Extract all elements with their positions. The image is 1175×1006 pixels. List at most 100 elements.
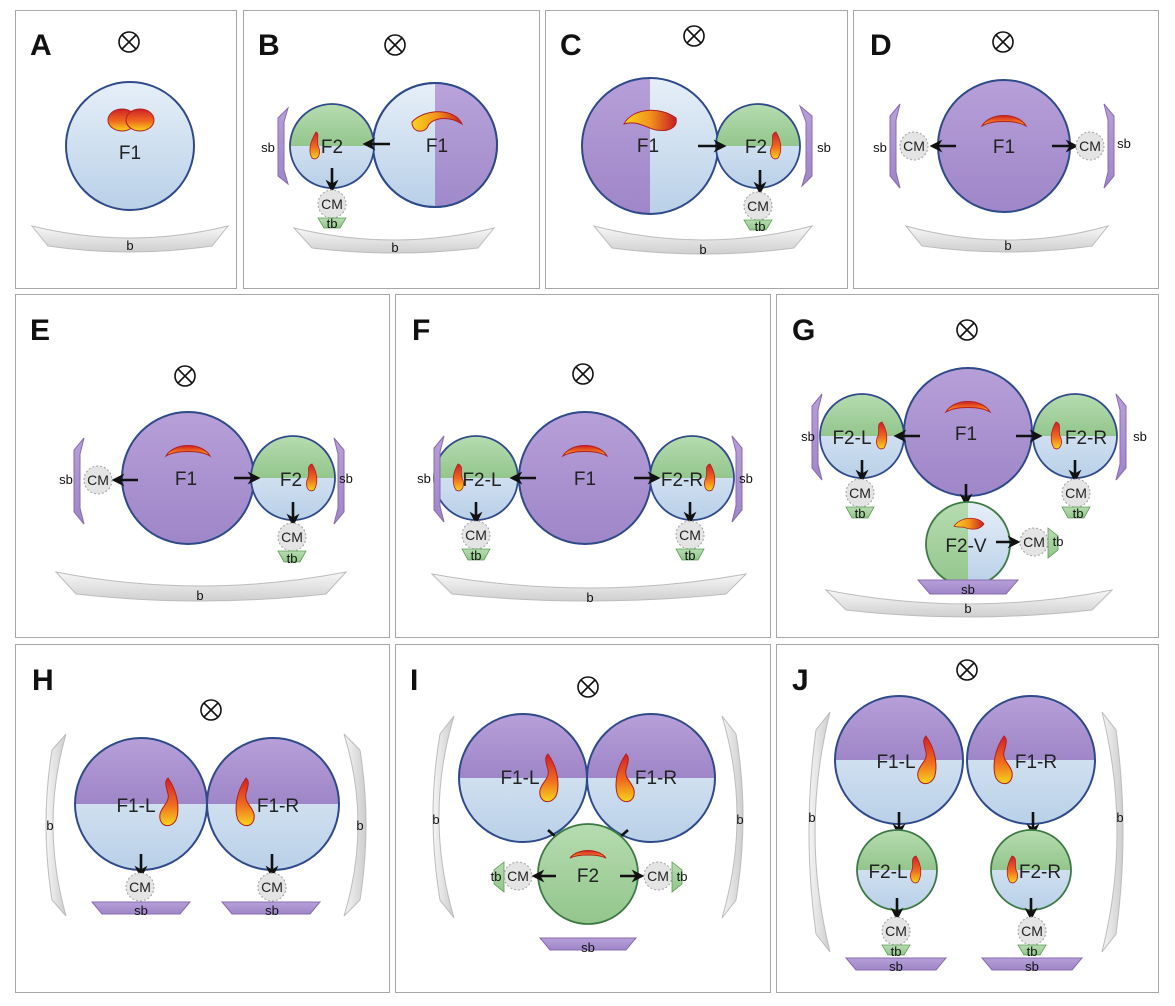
flagellum-icon: [953, 517, 985, 530]
flagellum-icon: [452, 463, 464, 492]
panel-label: H: [32, 664, 54, 697]
flagellum-icon: [411, 111, 464, 132]
cell-label-f1-r: F1-R: [635, 768, 677, 789]
flagellum-icon: [1050, 421, 1062, 450]
band-label-tb: tb: [755, 219, 766, 234]
centromere-cm: [503, 861, 533, 891]
band-label-tb: tb: [1027, 944, 1038, 959]
band-label-b: b: [586, 590, 593, 605]
panel-f: F F1 F2-L F2-R sb sb CM tb CM tb: [412, 314, 753, 605]
panel-label: I: [410, 664, 418, 697]
band-label-b: b: [46, 818, 53, 833]
flagellum-icon: [561, 445, 609, 458]
panel-label: A: [30, 29, 52, 62]
cell-label-f1-l: F1-L: [116, 796, 155, 817]
band-label-b: b: [808, 810, 815, 825]
basal-band: [430, 573, 748, 602]
panel-label: F: [412, 314, 430, 347]
panel-j: J F1-L F1-R F2-L F2-R CM tb CM: [792, 659, 1124, 974]
cell-label-f1: F1: [637, 136, 659, 157]
secondary-band: [916, 579, 1020, 595]
panel-j-frame: [776, 644, 1159, 993]
flagellum-icon: [704, 463, 716, 492]
flagellum-icon: [569, 850, 607, 859]
view-symbol-icon: [200, 699, 222, 721]
band-label-sb: sb: [873, 140, 887, 155]
panel-label: C: [560, 29, 582, 62]
cell-label-f2-l: F2-L: [462, 470, 501, 491]
flagellum-icon: [306, 463, 318, 492]
cell-label-f1-l: F1-L: [500, 768, 539, 789]
cell-label-f2-l: F2-L: [832, 428, 871, 449]
view-symbol-icon: [572, 363, 594, 385]
tertiary-band: [1017, 944, 1047, 956]
cell-label-f1: F1: [955, 424, 977, 445]
band-label-sb: sb: [59, 472, 73, 487]
band-label-sb: sb: [1025, 959, 1039, 974]
basal-band: [292, 227, 496, 254]
cm-label: CM: [1079, 138, 1101, 154]
secondary-band: [277, 106, 290, 186]
tertiary-band: [671, 861, 683, 893]
band-label-tb: tb: [855, 506, 866, 521]
view-symbol-icon: [683, 25, 705, 47]
band-label-tb: tb: [471, 548, 482, 563]
secondary-band: [811, 393, 823, 481]
cell-label-f1-r: F1-R: [1015, 752, 1057, 773]
tertiary-band: [317, 217, 347, 229]
cell-label-f1: F1: [426, 136, 448, 157]
panel-d: D F1 CM CM sb sb b: [870, 29, 1131, 253]
secondary-band: [538, 937, 638, 951]
cell-label-f1: F1: [119, 143, 141, 164]
tertiary-band: [845, 506, 875, 519]
cm-label: CM: [1021, 923, 1043, 939]
basal-band: [343, 733, 367, 917]
band-label-sb: sb: [417, 471, 431, 486]
tertiary-band: [675, 548, 705, 561]
band-label-sb: sb: [265, 903, 279, 918]
panel-e: E F1 F2 CM sb sb CM tb b: [30, 314, 353, 603]
cell-label-f1: F1: [993, 137, 1015, 158]
band-label-sb: sb: [739, 471, 753, 486]
secondary-band: [731, 435, 743, 523]
flagellum-icon: [876, 421, 888, 450]
tertiary-band: [1061, 506, 1091, 519]
cell-label-f2: F2: [321, 137, 343, 158]
tertiary-band: [743, 219, 773, 231]
band-label-sb: sb: [961, 582, 975, 597]
basal-band: [824, 589, 1114, 618]
band-label-b: b: [196, 588, 203, 603]
secondary-band: [220, 901, 322, 915]
secondary-band: [90, 901, 192, 915]
band-label-b: b: [736, 812, 743, 827]
band-label-tb: tb: [1073, 506, 1084, 521]
cm-label: CM: [885, 923, 907, 939]
basal-band: [45, 733, 67, 917]
flagellum-icon: [159, 777, 179, 827]
secondary-band: [889, 103, 901, 189]
band-label-b: b: [1004, 238, 1011, 253]
flagellum-icon: [944, 401, 992, 414]
basal-band: [904, 225, 1110, 253]
flagellum-icon: [993, 735, 1013, 785]
band-label-b: b: [699, 242, 706, 257]
basal-band: [721, 715, 744, 919]
band-label-b: b: [356, 818, 363, 833]
secondary-band: [980, 957, 1084, 971]
band-label-tb: tb: [491, 869, 502, 884]
cell-label-f2: F2: [577, 866, 599, 887]
panel-i: I F1-L F1-R F2 CM tb CM tb sb b: [410, 664, 744, 955]
cm-label: CM: [679, 527, 701, 543]
secondary-band: [73, 437, 85, 525]
cell-f1: [65, 81, 195, 211]
cell-label-f2: F2: [745, 137, 767, 158]
cell-label-f2-v: F2-V: [945, 536, 987, 557]
flagellum-icon: [164, 445, 212, 458]
band-label-tb: tb: [891, 944, 902, 959]
band-label-sb: sb: [817, 140, 831, 155]
centromere-cm: [257, 872, 287, 902]
band-label-sb: sb: [261, 140, 275, 155]
cm-label: CM: [321, 196, 343, 212]
basal-band: [1101, 711, 1124, 953]
